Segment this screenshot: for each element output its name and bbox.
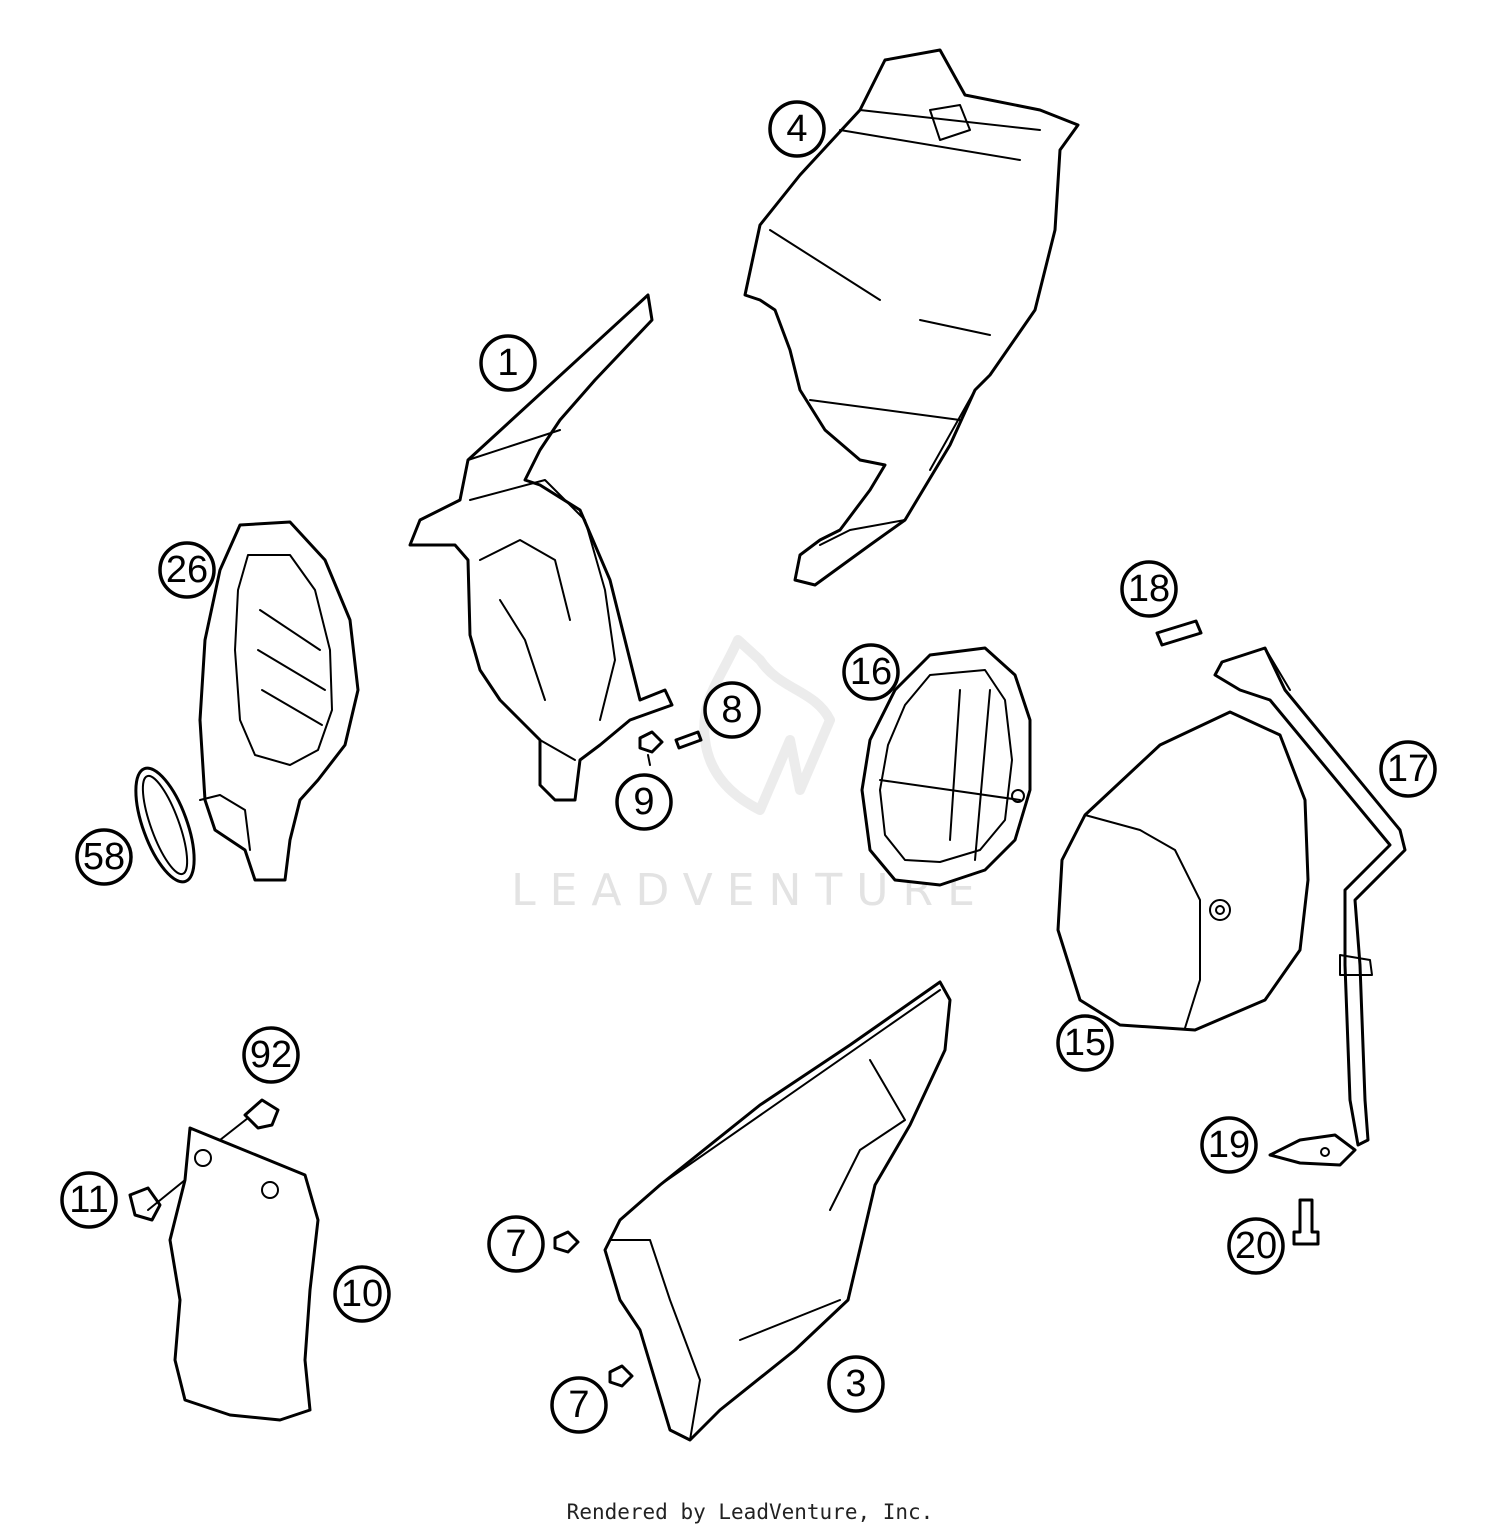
part-19-bracket — [1268, 1133, 1357, 1167]
part-7-fastener-upper — [553, 1230, 580, 1254]
svg-text:9: 9 — [633, 781, 654, 823]
svg-text:58: 58 — [83, 836, 125, 878]
callout-3: 3 — [827, 1355, 885, 1413]
svg-text:3: 3 — [845, 1363, 866, 1405]
svg-text:1: 1 — [497, 342, 518, 384]
svg-text:26: 26 — [166, 549, 208, 591]
svg-text:20: 20 — [1235, 1225, 1277, 1267]
part-17-holder-bracket — [1213, 646, 1407, 1147]
svg-text:11: 11 — [69, 1179, 108, 1221]
svg-text:19: 19 — [1208, 1124, 1250, 1166]
part-11-nut — [128, 1186, 162, 1222]
part-20-bolt — [1292, 1198, 1320, 1246]
part-15-air-filter — [1056, 710, 1310, 1032]
callout-17: 17 — [1379, 740, 1437, 798]
callout-7-lower: 7 — [550, 1376, 608, 1434]
part-92-bolt — [243, 1098, 280, 1130]
part-1-airbox — [408, 293, 674, 802]
part-16-filter-cage — [860, 646, 1032, 887]
svg-text:15: 15 — [1064, 1022, 1106, 1064]
callout-1: 1 — [479, 334, 537, 392]
part-8-screw — [674, 730, 703, 750]
callout-26: 26 — [158, 541, 216, 599]
part-3-side-panel — [603, 980, 952, 1442]
svg-text:7: 7 — [505, 1223, 526, 1265]
svg-text:8: 8 — [721, 689, 742, 731]
callout-16: 16 — [842, 643, 900, 701]
svg-text:18: 18 — [1128, 568, 1170, 610]
footer-credit: Rendered by LeadVenture, Inc. — [566, 1500, 934, 1524]
svg-text:7: 7 — [568, 1384, 589, 1426]
callout-58: 58 — [75, 828, 133, 886]
svg-text:4: 4 — [786, 108, 807, 150]
part-26-air-filter — [198, 520, 360, 882]
callout-18: 18 — [1120, 560, 1178, 618]
callout-4: 4 — [768, 100, 826, 158]
svg-text:92: 92 — [250, 1034, 292, 1076]
callout-7-upper: 7 — [487, 1215, 545, 1273]
svg-text:17: 17 — [1387, 748, 1429, 790]
part-9-nut — [638, 730, 664, 754]
callout-19: 19 — [1200, 1116, 1258, 1174]
part-58-clamp — [134, 766, 196, 884]
leader-lines — [147, 754, 651, 1211]
callout-11: 11 — [60, 1171, 118, 1229]
part-10-mud-flap — [168, 1126, 320, 1422]
part-18-pin — [1155, 619, 1203, 647]
svg-text:10: 10 — [341, 1273, 383, 1315]
callout-92: 92 — [242, 1026, 300, 1084]
callout-9: 9 — [615, 773, 673, 831]
part-4-upper-shroud — [743, 48, 1080, 587]
part-7-fastener-lower — [608, 1364, 634, 1388]
callout-20: 20 — [1227, 1217, 1285, 1275]
callout-15: 15 — [1056, 1014, 1114, 1072]
callout-10: 10 — [333, 1265, 391, 1323]
callout-8: 8 — [703, 681, 761, 739]
svg-text:16: 16 — [850, 651, 892, 693]
